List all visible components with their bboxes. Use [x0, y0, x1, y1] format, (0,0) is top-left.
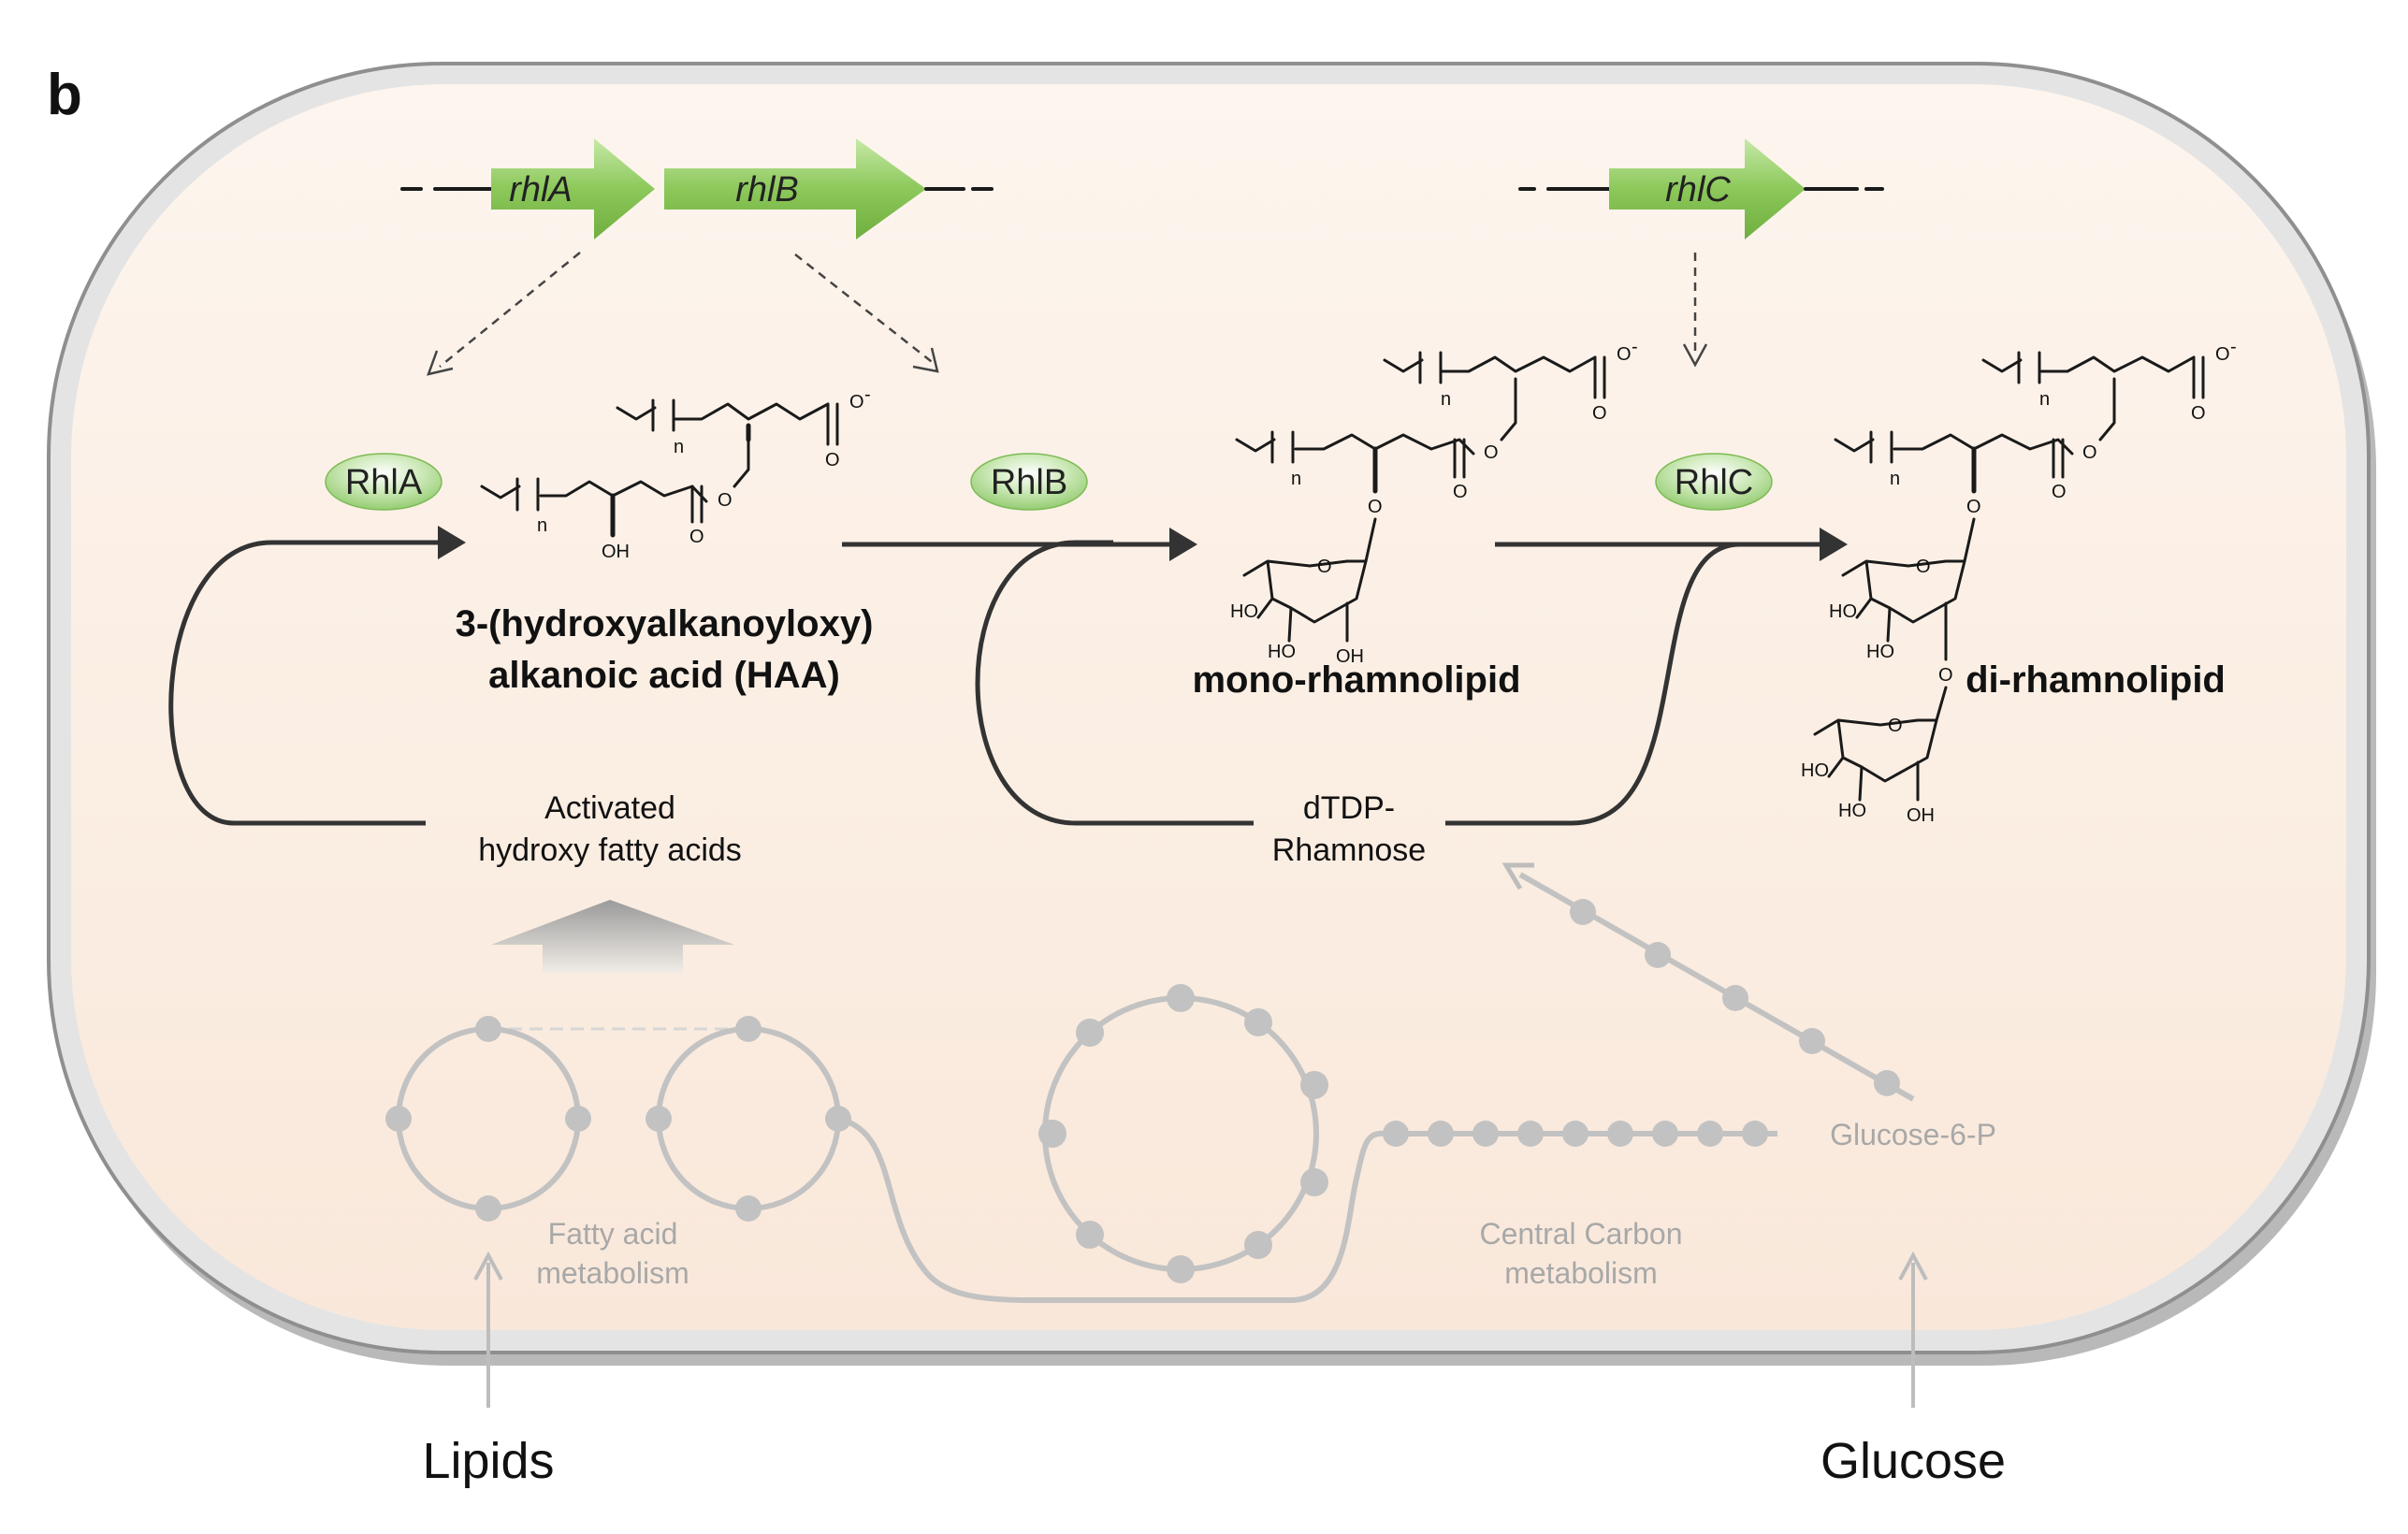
haa-o-ester: O [718, 490, 733, 511]
panel-label: b [47, 63, 82, 127]
di-o-ester: O [2082, 442, 2097, 463]
glucose-6p-chain: Glucose-6-P [1383, 1118, 1996, 1151]
fatty-acid-metabolism: Fatty acid metabolism [385, 1016, 851, 1290]
fatty-central-connector [837, 1116, 1394, 1303]
activated-fatty-acids-line2: hydroxy fatty acids [478, 832, 742, 868]
haa-n2: n [674, 437, 684, 457]
di-ho4: HO [1838, 801, 1866, 821]
fatty-acid-supply-arrow [491, 900, 734, 973]
reaction-arrow-rhlc [1445, 528, 1848, 826]
di-rhamnolipid-name: di-rhamnolipid [1966, 659, 2226, 701]
fatty-acid-label-line1: Fatty acid [548, 1217, 678, 1251]
mono-n2: n [1441, 389, 1451, 410]
enzyme-rhlc: RhlC [1655, 453, 1773, 511]
di-ring-o1: O [1916, 557, 1931, 577]
enzyme-label-rhlb: RhlB [991, 463, 1067, 502]
gene-arrow-rhlc [1609, 138, 1806, 239]
haa-name-line2: alkanoic acid (HAA) [488, 655, 840, 696]
lipids-input-arrow [473, 1251, 503, 1408]
di-n1: n [1890, 469, 1900, 489]
haa-o1: O [689, 527, 704, 547]
glucose-input-arrow [1898, 1251, 1928, 1408]
activated-fatty-acids-line1: Activated [544, 790, 675, 826]
mono-ho: HO [1230, 601, 1258, 622]
operon-rhlab: rhlA rhlB [400, 138, 994, 239]
mono-oh: OH [1336, 646, 1364, 667]
mono-charge: - [1632, 337, 1638, 357]
haa-name-line1: 3-(hydroxyalkanoyloxy) [456, 603, 874, 644]
rhamnose-synthesis-chain [1501, 862, 1915, 1102]
reaction-arrow-rhlb [842, 528, 1254, 826]
dtdp-rhamnose-line1: dTDP- [1303, 790, 1395, 826]
di-rhamnolipid-structure: O O O O O - n n O HO HO O O HO HO OH [1801, 337, 2237, 826]
reaction-arrow-rhla [168, 526, 466, 826]
cell-cytoplasm [71, 84, 2346, 1330]
lipids-label: Lipids [422, 1433, 554, 1489]
di-oh: OH [1907, 805, 1935, 826]
haa-o2: O [825, 450, 840, 470]
di-ho2: HO [1866, 642, 1894, 662]
di-o1: O [2052, 482, 2067, 502]
haa-n1: n [537, 515, 547, 536]
mono-ring-o: O [1317, 557, 1332, 577]
enzyme-rhlb: RhlB [970, 453, 1088, 511]
enzyme-label-rhla: RhlA [345, 463, 423, 502]
enzyme-rhla: RhlA [325, 453, 442, 511]
mono-o1: O [1453, 482, 1468, 502]
glucose-label: Glucose [1821, 1433, 2006, 1489]
di-o-link: O [1938, 665, 1953, 686]
gene-label-rhlc: rhlC [1665, 170, 1731, 210]
expression-arrows [427, 252, 1708, 376]
di-o2: O [2191, 403, 2206, 424]
haa-oh: OH [602, 542, 630, 562]
di-charge: - [2230, 337, 2237, 357]
di-ring-o2: O [1888, 716, 1903, 736]
enzyme-label-rhlc: RhlC [1675, 463, 1753, 502]
haa-o3: O [849, 392, 864, 412]
fatty-acid-label-line2: metabolism [536, 1256, 689, 1290]
haa-structure: OH O O O O - n n [480, 384, 871, 562]
haa-charge: - [864, 384, 871, 405]
gene-label-rhlb: rhlB [735, 170, 799, 210]
mono-ho2: HO [1268, 642, 1296, 662]
gene-arrow-rhlb [664, 138, 926, 239]
mono-o-glyco: O [1368, 497, 1383, 517]
di-o-glyco: O [1966, 497, 1981, 517]
mono-rhamnolipid-structure: O O O O O - n n O HO HO OH [1230, 337, 1638, 667]
mono-rhamnolipid-name: mono-rhamnolipid [1192, 659, 1520, 701]
central-carbon-metabolism: Central Carbon metabolism [1038, 984, 1683, 1290]
mono-o2: O [1592, 403, 1607, 424]
di-ho3: HO [1801, 760, 1829, 781]
mono-n1: n [1291, 469, 1301, 489]
glucose-6p-label: Glucose-6-P [1830, 1118, 1996, 1151]
mono-o-ester: O [1484, 442, 1499, 463]
mono-o3: O [1617, 344, 1632, 365]
gene-arrow-rhla [491, 138, 655, 239]
central-carbon-label-line2: metabolism [1504, 1256, 1658, 1290]
gene-label-rhla: rhlA [509, 170, 573, 210]
di-n2: n [2039, 389, 2050, 410]
di-o3: O [2215, 344, 2230, 365]
gene-rhlc: rhlC [1518, 138, 1884, 239]
dtdp-rhamnose-line2: Rhamnose [1272, 832, 1426, 868]
central-carbon-label-line1: Central Carbon [1480, 1217, 1683, 1251]
di-ho1: HO [1829, 601, 1857, 622]
